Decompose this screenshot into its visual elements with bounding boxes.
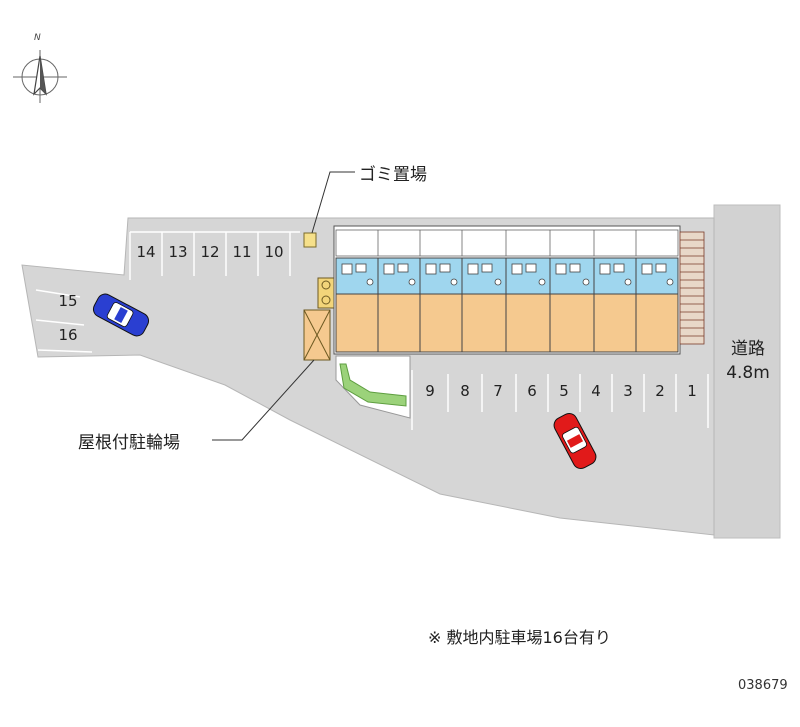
- parking-slot-label: 15: [58, 292, 78, 310]
- bike-parking-label: 屋根付駐輪場: [78, 433, 180, 453]
- parking-slot-label: 11: [232, 243, 252, 261]
- north-arrow-icon: [13, 50, 67, 103]
- parking-slot-label: 5: [559, 382, 569, 400]
- road-label: 道路 4.8m: [716, 337, 780, 385]
- garbage-area: [303, 232, 317, 248]
- parking-slot-label: 2: [655, 382, 665, 400]
- red-car-icon: [553, 412, 597, 470]
- lawn-strip: [339, 363, 407, 407]
- road-name: 道路: [731, 339, 765, 359]
- bike-parking-structure: [303, 277, 335, 361]
- blue-car-icon: [92, 293, 150, 337]
- parking-slot-label: 6: [527, 382, 537, 400]
- property-id: 038679: [738, 678, 788, 693]
- garbage-leader-line: [311, 171, 355, 234]
- parking-slot-label: 3: [623, 382, 633, 400]
- stairs: [679, 231, 705, 345]
- bike-leader-line: [212, 359, 315, 441]
- parking-slot-label: 14: [136, 243, 156, 261]
- parking-note: ※ 敷地内駐車場16台有り: [428, 628, 611, 647]
- parking-slot-label: 13: [168, 243, 188, 261]
- road: [713, 204, 781, 539]
- apartment-units: [335, 229, 679, 353]
- parking-slot-label: 1: [687, 382, 697, 400]
- left-parking-lines: [35, 289, 93, 353]
- parking-slot-label: 8: [460, 382, 470, 400]
- parking-slot-label: 10: [264, 243, 284, 261]
- bottom-parking-lines: [411, 370, 709, 430]
- parking-slot-label: 12: [200, 243, 220, 261]
- top-parking-lines: [129, 231, 300, 280]
- parking-slot-label: 7: [493, 382, 503, 400]
- parking-slot-label: 16: [58, 326, 78, 344]
- north-label: N: [34, 33, 41, 43]
- road-width: 4.8m: [726, 363, 770, 383]
- parking-slot-label: 9: [425, 382, 435, 400]
- garbage-label: ゴミ置場: [359, 165, 427, 185]
- parking-slot-label: 4: [591, 382, 601, 400]
